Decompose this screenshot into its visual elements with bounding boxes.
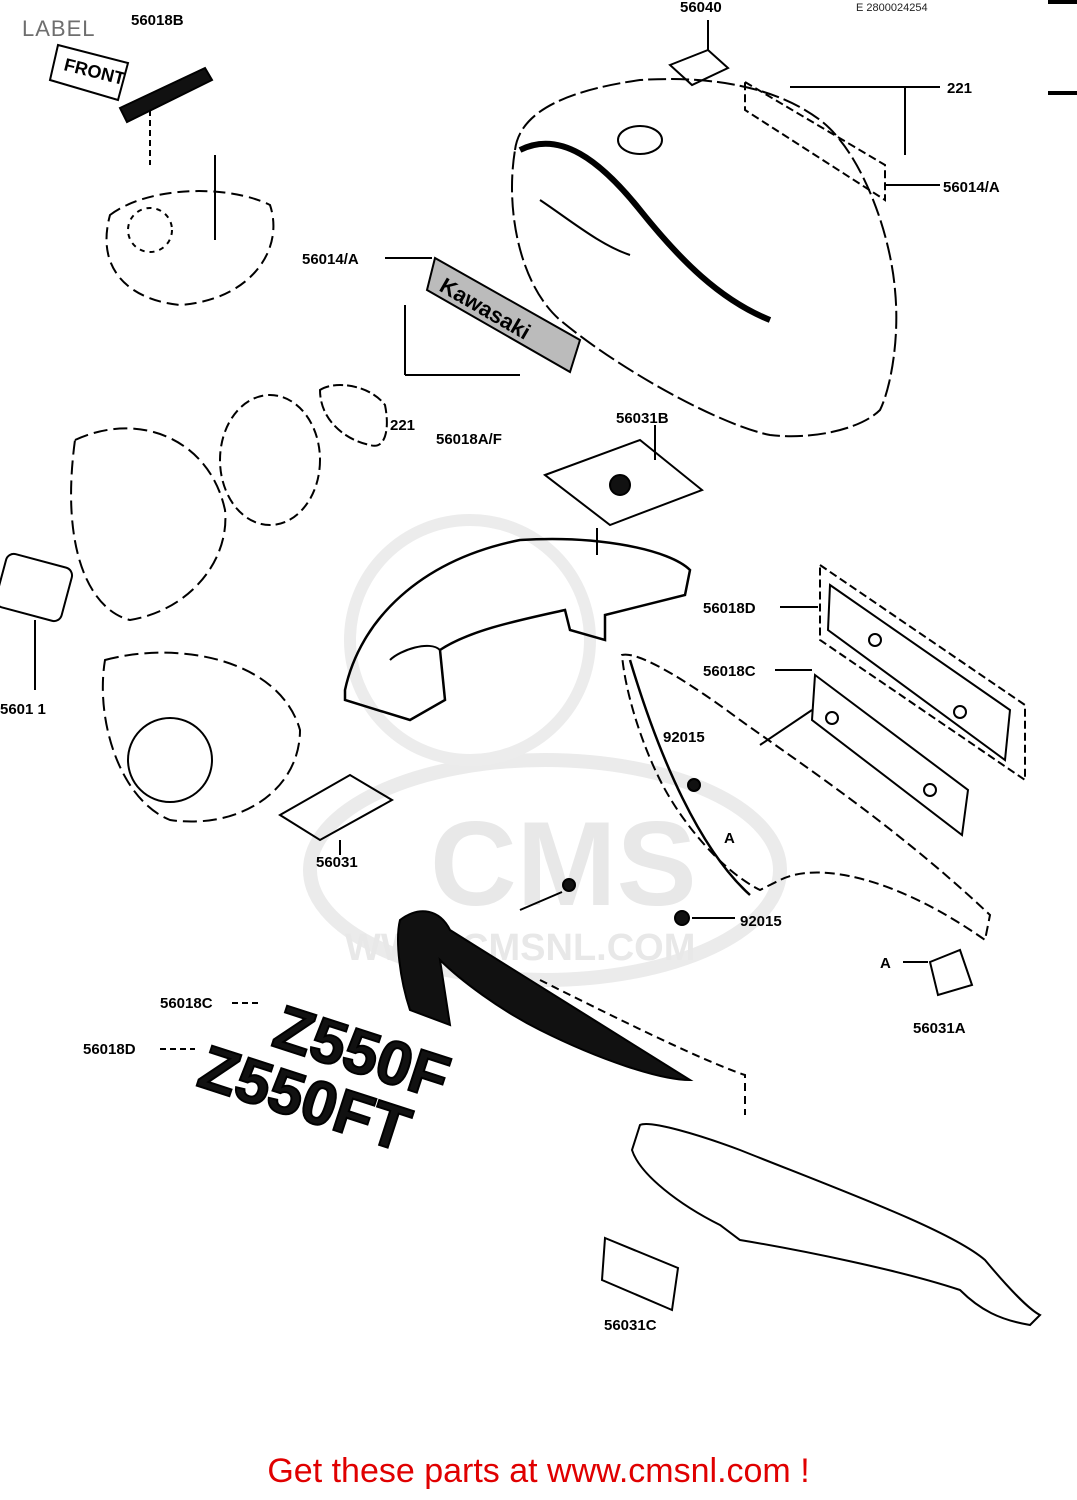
- side-cover: [620, 653, 992, 942]
- tail-stripe-decal: [397, 910, 746, 1115]
- callout-56031: 56031: [316, 854, 358, 871]
- callout-56014a-right: 56014/A: [943, 179, 1000, 196]
- callout-56018d-right: 56018D: [703, 600, 756, 617]
- meter-sketch: [105, 190, 275, 307]
- watermark: CMS WWW.CMSNL.COM: [303, 514, 787, 987]
- fuel-tank: [511, 48, 898, 438]
- plate-56031c: [600, 1236, 680, 1312]
- edge-marks: [1048, 0, 1077, 95]
- callout-92015-lower: 92015: [740, 913, 782, 930]
- plate-56031a: [928, 948, 974, 997]
- headlight-sketch: [70, 394, 321, 622]
- callout-56018b: 56018B: [131, 12, 184, 29]
- side-plate-d: [819, 563, 1026, 782]
- footer-link-text[interactable]: Get these parts at www.cmsnl.com !: [267, 1452, 810, 1490]
- page-title: LABEL: [22, 16, 96, 41]
- plate-56031: [278, 773, 395, 842]
- plate-56031b: [542, 438, 704, 527]
- callout-56031a: 56031A: [913, 1020, 966, 1037]
- tank-strip: [744, 80, 886, 202]
- callout-a-right: A: [880, 955, 891, 972]
- emblem-plate: [318, 384, 388, 447]
- watermark-text: CMS: [430, 797, 697, 931]
- diagram-code: E 2800024254: [856, 2, 928, 14]
- kawasaki-badge: Kawasaki: [425, 256, 582, 374]
- callout-56031b: 56031B: [616, 410, 669, 427]
- callout-56014a-left: 56014/A: [302, 251, 359, 268]
- callout-56018d-left: 56018D: [83, 1041, 136, 1058]
- wheel-sketch: [101, 651, 302, 823]
- callout-56018af: 56018A/F: [436, 431, 502, 448]
- callout-56031c: 56031C: [604, 1317, 657, 1334]
- callouts: 56018B 56040 221 56014/A 56014/A 221 560…: [0, 0, 1000, 1334]
- callout-221-top: 221: [947, 80, 972, 97]
- callout-56011: 5601 1: [0, 701, 46, 718]
- rear-fender: [343, 537, 692, 722]
- front-label-decal: FRONT: [48, 43, 130, 102]
- callout-221-mid: 221: [390, 417, 415, 434]
- callout-a-mid: A: [724, 830, 735, 847]
- exploded-parts-diagram: CMS WWW.CMSNL.COM FRONT: [0, 0, 1042, 1334]
- sticker-56018b: [118, 66, 214, 124]
- small-badge: [0, 552, 74, 623]
- side-plate-c: [810, 673, 970, 837]
- callout-56018c-right: 56018C: [703, 663, 756, 680]
- callout-56018c-left: 56018C: [160, 995, 213, 1012]
- chain-guard: [630, 1123, 1042, 1327]
- callout-56040: 56040: [680, 0, 722, 16]
- callout-92015-upper: 92015: [663, 729, 705, 746]
